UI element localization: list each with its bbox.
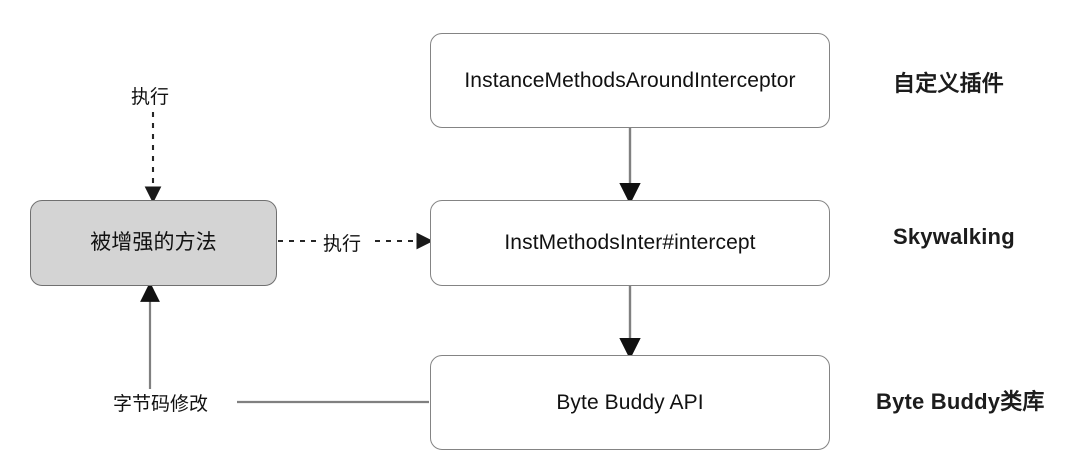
node-byte-buddy-api-label: Byte Buddy API xyxy=(556,390,704,414)
node-instance-methods-around-interceptor[interactable]: InstanceMethodsAroundInterceptor xyxy=(430,33,830,128)
node-inst-methods-inter-intercept[interactable]: InstMethodsInter#intercept xyxy=(430,200,830,286)
side-label-byte-buddy-library: Byte Buddy类库 xyxy=(876,389,1045,414)
node-byte-buddy-api[interactable]: Byte Buddy API xyxy=(430,355,830,450)
side-label-custom-plugin: 自定义插件 xyxy=(893,71,1005,96)
edge-label-execute-mid: 执行 xyxy=(320,229,365,256)
node-enhanced-method-label: 被增强的方法 xyxy=(90,231,217,255)
node-inst-methods-inter-intercept-label: InstMethodsInter#intercept xyxy=(504,231,756,255)
side-label-skywalking: Skywalking xyxy=(893,224,1015,249)
edge-bytecode-modification xyxy=(150,287,429,404)
node-enhanced-method[interactable]: 被增强的方法 xyxy=(30,200,277,286)
edge-label-execute-top: 执行 xyxy=(128,82,173,109)
node-instance-methods-around-interceptor-label: InstanceMethodsAroundInterceptor xyxy=(464,68,796,92)
edge-label-bytecode-modify: 字节码修改 xyxy=(110,389,212,416)
